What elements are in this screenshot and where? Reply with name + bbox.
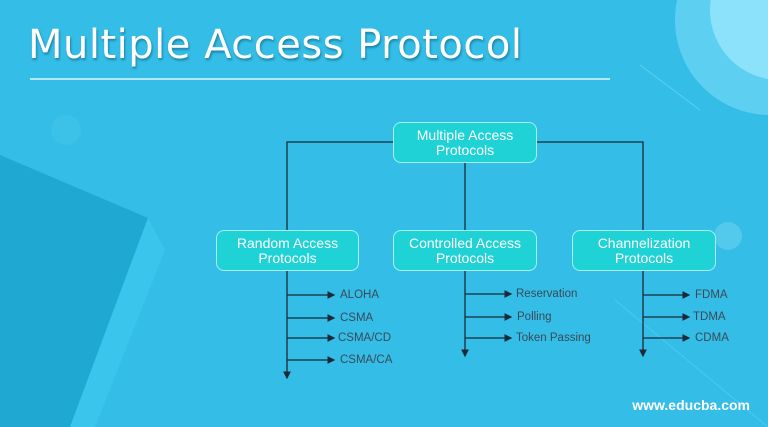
leaf-csma: CSMA xyxy=(340,312,374,324)
bg-bubble-faint xyxy=(51,115,81,145)
leaf-tdma: TDMA xyxy=(693,311,726,323)
leaf-reservation: Reservation xyxy=(516,288,578,300)
bg-dark-shape xyxy=(0,155,148,427)
leaf-token-passing: Token Passing xyxy=(516,332,591,344)
title-underline xyxy=(30,78,610,80)
node-label-line2: Protocols xyxy=(614,249,674,266)
leaf-csma-ca: CSMA/CA xyxy=(340,354,393,366)
bg-circle-inner xyxy=(710,0,768,79)
node-label-line2: Protocols xyxy=(435,249,495,266)
node-root-line2: Protocols xyxy=(435,141,495,158)
node-label-line1: Controlled Access xyxy=(408,234,522,251)
leaf-aloha: ALOHA xyxy=(340,289,379,301)
node-label-line1: Random Access xyxy=(236,234,339,251)
bg-bubble-small xyxy=(714,222,742,250)
bg-diagonal-line xyxy=(614,299,768,427)
node-root-line1: Multiple Access xyxy=(416,126,514,143)
website-watermark: www.educba.com xyxy=(632,397,750,413)
leaf-cdma: CDMA xyxy=(695,332,729,344)
node-random-access: Random Access Protocols xyxy=(216,230,359,271)
bg-light-band xyxy=(70,218,165,427)
node-root: Multiple Access Protocols xyxy=(393,122,537,163)
connector-root-right xyxy=(537,141,644,230)
leaf-fdma: FDMA xyxy=(695,289,728,301)
connector-root-left xyxy=(286,141,393,230)
node-controlled-access: Controlled Access Protocols xyxy=(393,230,537,271)
leaf-polling: Polling xyxy=(517,311,552,323)
node-label-line2: Protocols xyxy=(258,249,317,266)
page-title: Multiple Access Protocol xyxy=(28,22,523,68)
node-label-line1: Channelization xyxy=(597,234,691,251)
node-channelization: Channelization Protocols xyxy=(572,230,716,271)
bg-diagonal-line xyxy=(639,64,701,111)
leaf-csma-cd: CSMA/CD xyxy=(338,332,392,344)
